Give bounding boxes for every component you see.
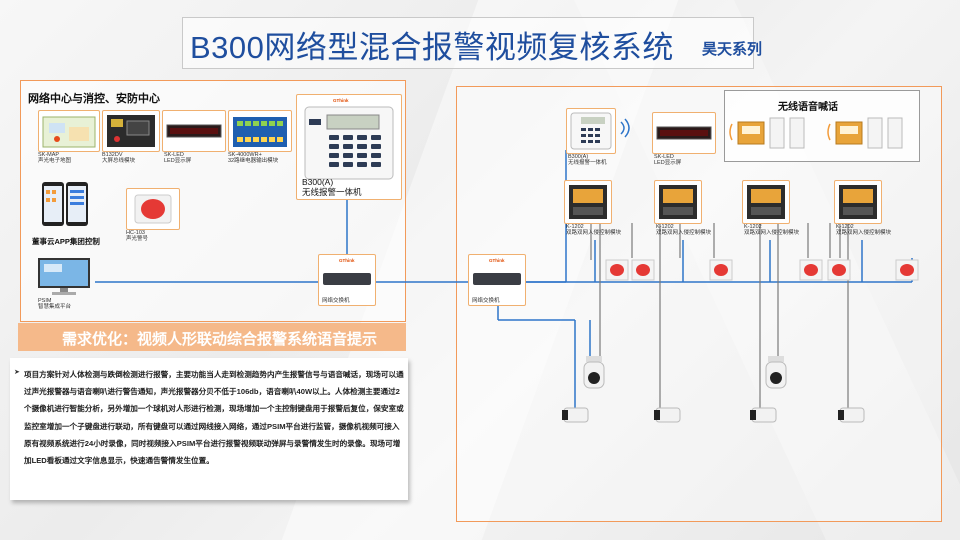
app-phones[interactable] — [40, 180, 96, 236]
page-title: B300网络型混合报警视频复核系统 — [190, 30, 674, 65]
k1202-module-3[interactable] — [742, 180, 790, 224]
siren-row — [605, 259, 919, 281]
hc103-device[interactable] — [126, 188, 180, 230]
switch-icon — [473, 273, 521, 285]
siren-icon — [134, 194, 172, 224]
switch-icon — [323, 273, 371, 285]
relay-board-icon — [233, 117, 287, 147]
smartphone-icon — [42, 182, 88, 226]
sk-led-device[interactable] — [162, 110, 226, 152]
k1202-module-4[interactable] — [834, 180, 882, 224]
k1202-label-3: K-1202 — [744, 224, 762, 230]
k1202-desc-1: 双路双网入侵控制模块 — [566, 230, 622, 236]
wireless-signal-icon — [620, 118, 630, 138]
k1202-label-1: K-1202 — [566, 224, 584, 230]
k1202-desc-3: 双路双网入侵控制模块 — [744, 230, 800, 236]
b300-left-desc: 无线报警一体机 — [302, 187, 362, 197]
bullet-arrow-icon: ➤ — [14, 369, 20, 376]
k1202-label-2: K-1202 — [656, 224, 674, 230]
optimization-banner — [18, 323, 406, 351]
wireless-voice-devices — [729, 117, 903, 149]
relay-module-desc: 32路继电器输出模块 — [228, 158, 279, 164]
network-switch-left[interactable]: GThink — [318, 254, 376, 306]
control-module-icon — [569, 185, 607, 219]
control-center-title: 网络中心与消控、安防中心 — [28, 93, 160, 105]
k1202-desc-4: 双路双网入侵控制模块 — [836, 230, 892, 236]
k1202-module-2[interactable] — [654, 180, 702, 224]
brand-tag: GThink — [333, 98, 349, 103]
k1202-label-4: K-1202 — [836, 224, 854, 230]
relay-module-label: SK-4000WR+ — [228, 152, 262, 158]
brand-tag: GThink — [489, 258, 505, 263]
description-box — [10, 358, 408, 500]
sk-led-label: SK-LED — [164, 152, 184, 158]
psim-label: PSIM — [38, 298, 52, 304]
b132dv-desc: 大屏总线模块 — [102, 158, 136, 164]
psim-monitor[interactable] — [36, 256, 92, 296]
switch-right-label: 网络交换机 — [472, 298, 500, 304]
led-display-icon — [166, 124, 222, 138]
monitor-icon — [38, 258, 90, 295]
switch-left-label: 网络交换机 — [322, 298, 350, 304]
control-module-icon — [747, 185, 785, 219]
app-label: 董事云APP集团控制 — [32, 237, 100, 246]
map-board-icon — [42, 116, 96, 148]
hc103-label: HC-103 — [126, 230, 145, 236]
sk-led-right-desc: LED显示屏 — [654, 160, 682, 166]
wireless-voice-title: 无线语音喊话 — [778, 102, 838, 113]
circuit-board-icon — [107, 115, 155, 147]
relay-module-device[interactable] — [228, 110, 292, 152]
keypad-panel-icon — [570, 112, 612, 150]
sk-map-label: SK-MAP — [38, 152, 60, 158]
optimization-banner-text: 需求优化：视频人形联动综合报警系统语音提示 — [62, 331, 378, 348]
hc103-desc: 声光警号 — [126, 236, 149, 242]
psim-desc: 智慧集成平台 — [38, 304, 72, 310]
b300-left-label: B300(A) — [302, 177, 334, 187]
k1202-desc-2: 双路双网入侵控制模块 — [656, 230, 712, 236]
k1202-module-1[interactable] — [564, 180, 612, 224]
b300-panel-right[interactable] — [566, 108, 616, 154]
keypad-panel-icon — [304, 106, 394, 180]
title-frame — [182, 17, 754, 69]
sk-map-device[interactable] — [38, 110, 100, 152]
b300-right-label: B300(A) — [568, 154, 589, 160]
b132dv-device[interactable] — [102, 110, 160, 152]
b300-right-desc: 无线报警一体机 — [568, 160, 607, 166]
control-module-icon — [659, 185, 697, 219]
sk-led-desc: LED显示屏 — [164, 158, 192, 164]
brand-tag: GThink — [339, 258, 355, 263]
sk-led-right[interactable] — [652, 112, 716, 154]
led-display-icon — [656, 126, 712, 140]
series-label: 昊天系列 — [702, 41, 763, 58]
dome-camera-icon — [583, 356, 605, 389]
sk-led-right-label: SK-LED — [654, 154, 674, 160]
camera-row — [562, 356, 865, 423]
b300-panel-left[interactable]: GThink — [296, 94, 402, 200]
network-switch-right[interactable]: GThink — [468, 254, 526, 306]
description-text: 项目方案针对人体检测与跌倒检测进行报警，主要功能当人走到检测趋势内产生报警信号与… — [24, 370, 404, 466]
control-module-icon — [839, 185, 877, 219]
sk-map-desc: 声光电子地图 — [38, 158, 72, 164]
b132dv-label: B132DV — [102, 152, 123, 158]
